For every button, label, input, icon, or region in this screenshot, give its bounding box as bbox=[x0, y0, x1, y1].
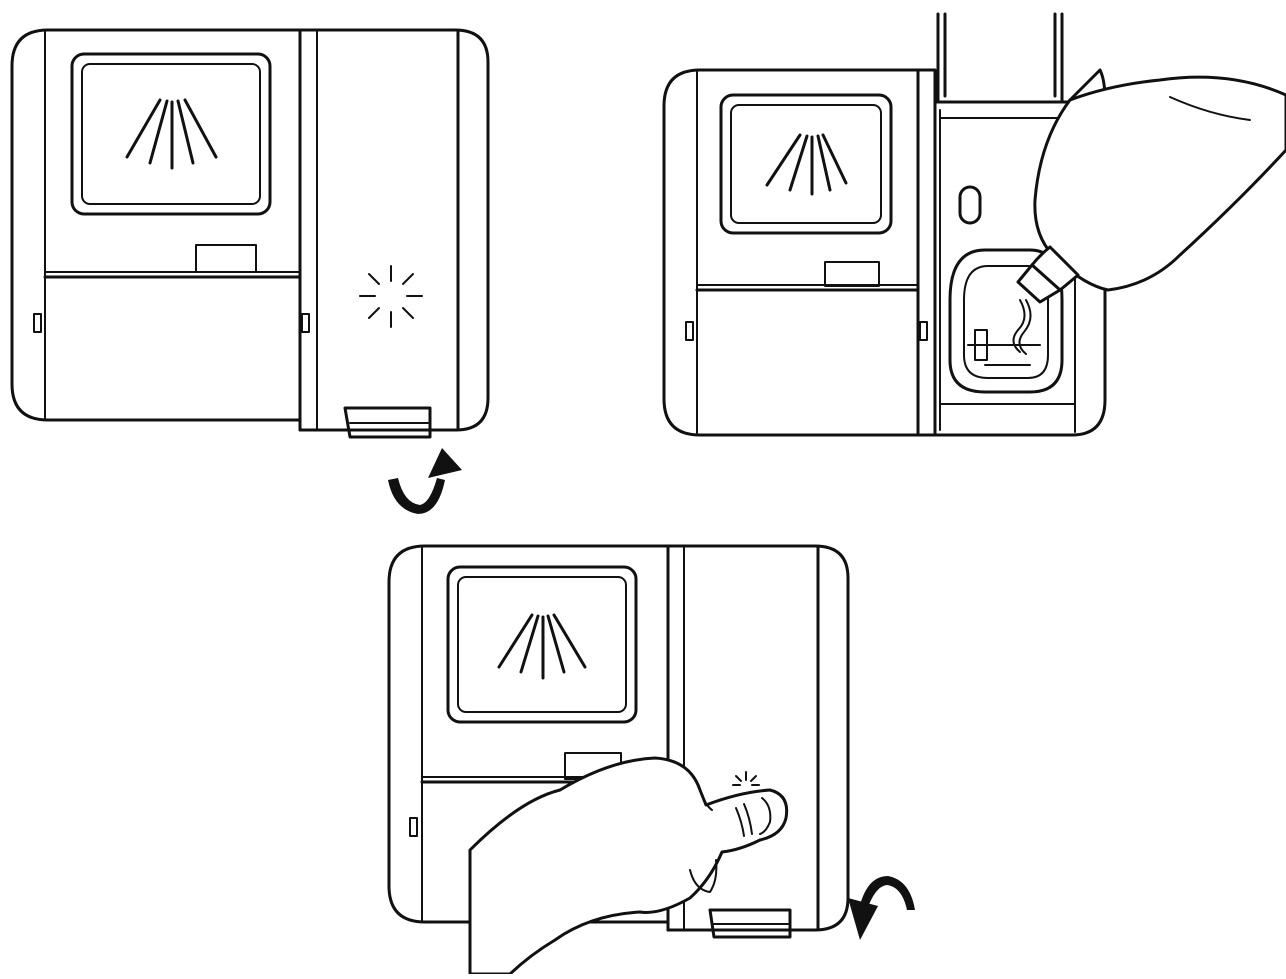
dispenser-body bbox=[662, 68, 937, 437]
bottle-icon bbox=[1016, 75, 1286, 304]
spray-icon bbox=[497, 613, 587, 680]
sparkle-icon bbox=[359, 265, 423, 328]
panel-1-dispenser-closed bbox=[10, 28, 490, 514]
dispenser-body bbox=[10, 28, 490, 432]
panel-3-dispenser-pressed-closed bbox=[387, 544, 915, 976]
hand-icon bbox=[468, 756, 789, 976]
rotate-arrow-icon bbox=[388, 448, 462, 514]
rotate-arrow-icon bbox=[848, 876, 915, 940]
spray-icon bbox=[125, 98, 218, 170]
sparkle-icon bbox=[732, 771, 760, 786]
spray-icon bbox=[765, 133, 848, 196]
panel-2-dispenser-open-with-bottle bbox=[662, 12, 1286, 437]
